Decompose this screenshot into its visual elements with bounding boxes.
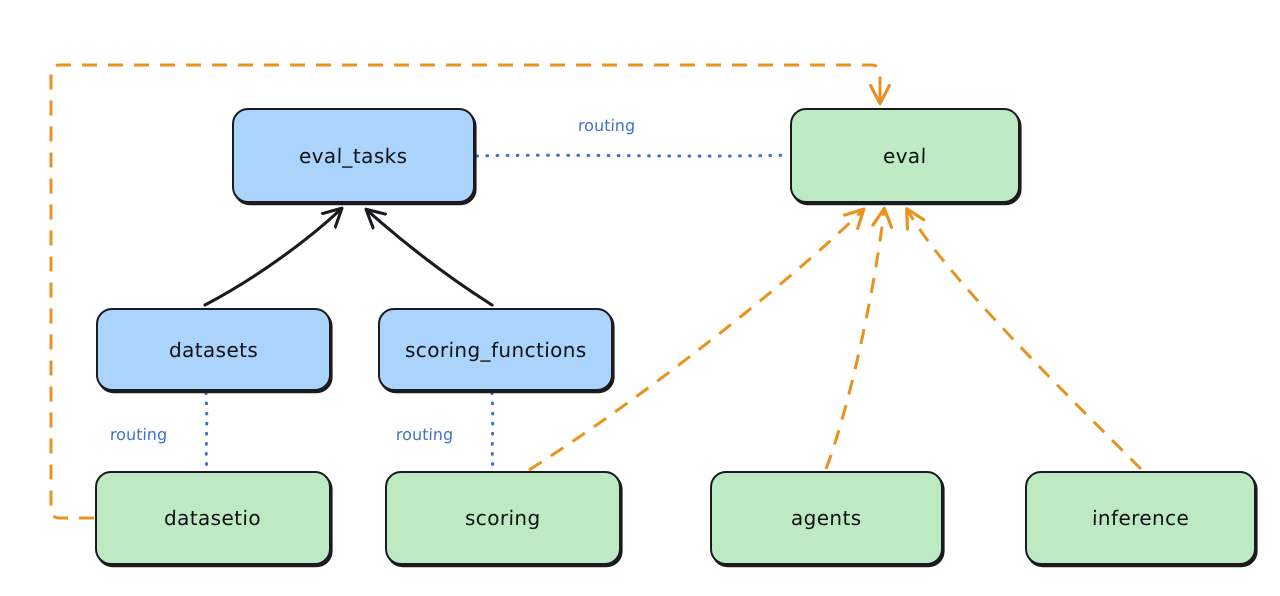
node-scoring-functions-label: scoring_functions xyxy=(404,337,587,362)
node-eval-label: eval xyxy=(882,143,928,168)
node-datasetio[interactable]: datasetio xyxy=(95,471,331,565)
node-datasets[interactable]: datasets xyxy=(96,308,331,391)
edge-datasets-to-eval-tasks xyxy=(203,210,340,307)
node-eval[interactable]: eval xyxy=(790,108,1020,203)
edge-label-routing-left: routing xyxy=(109,425,168,444)
node-inference[interactable]: inference xyxy=(1025,471,1256,565)
edge-eval-tasks-to-eval xyxy=(475,153,791,158)
edge-datasetio-to-eval xyxy=(49,63,882,520)
node-scoring-functions[interactable]: scoring_functions xyxy=(378,308,613,391)
node-eval-tasks[interactable]: eval_tasks xyxy=(232,108,475,203)
node-datasetio-label: datasetio xyxy=(164,506,262,530)
edge-label-routing-middle: routing xyxy=(395,425,454,444)
node-agents-label: agents xyxy=(790,506,863,530)
node-agents[interactable]: agents xyxy=(710,471,943,565)
edge-inference-to-eval xyxy=(908,211,1143,471)
edge-scoring-to-eval xyxy=(528,211,862,472)
edge-label-routing-top: routing xyxy=(577,116,636,135)
node-scoring[interactable]: scoring xyxy=(385,471,621,565)
node-inference-label: inference xyxy=(1091,506,1190,530)
edge-datasets-to-datasetio xyxy=(204,391,209,472)
edge-scoring-functions-to-eval-tasks xyxy=(368,211,494,307)
node-scoring-label: scoring xyxy=(464,506,542,530)
edge-agents-to-eval xyxy=(824,211,884,470)
node-datasets-label: datasets xyxy=(168,337,259,362)
edge-scoring-functions-to-scoring xyxy=(490,391,495,472)
node-eval-tasks-label: eval_tasks xyxy=(298,143,408,168)
